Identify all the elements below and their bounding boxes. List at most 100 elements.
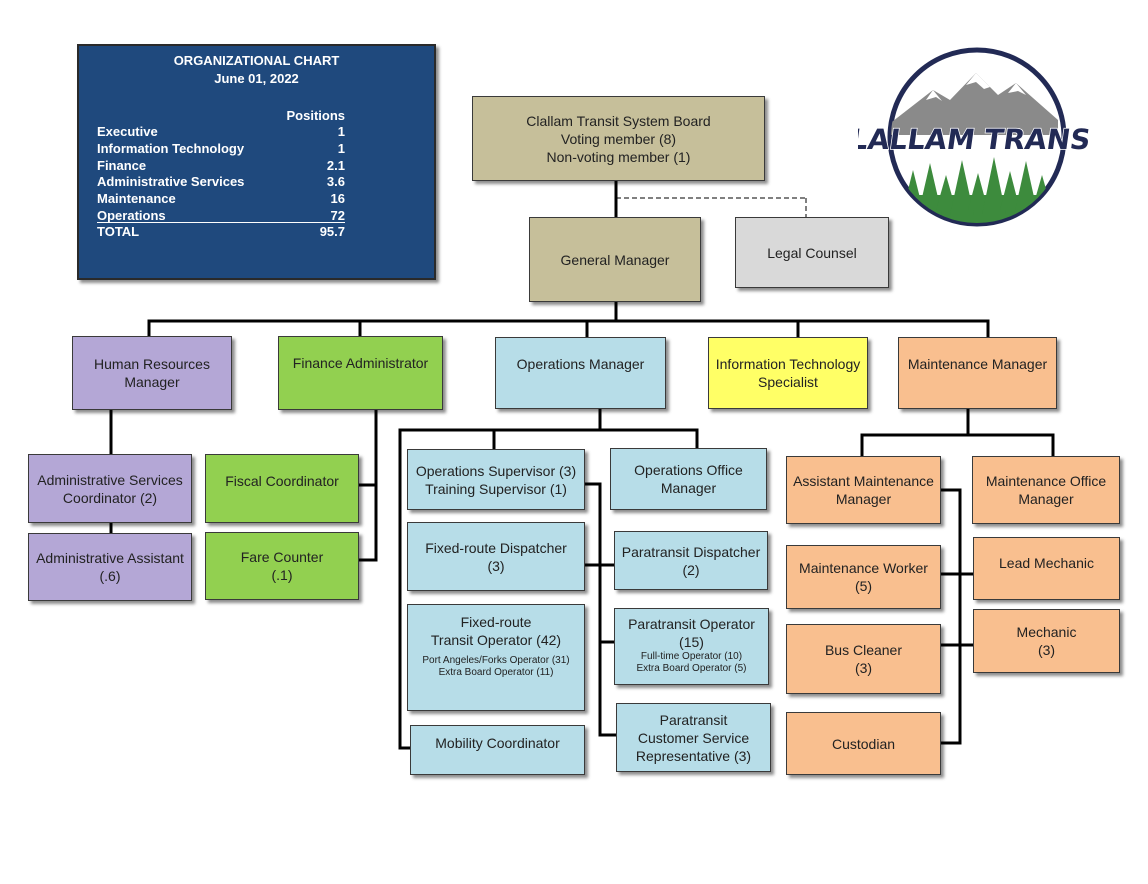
- fixed-operator-sub1: Port Angeles/Forks Operator (31): [422, 655, 570, 666]
- fiscal-coordinator-label: Fiscal Coordinator: [225, 473, 339, 489]
- lead-mechanic-label: Lead Mechanic: [999, 555, 1094, 571]
- summary-row: Information Technology 1: [97, 141, 345, 158]
- summary-label: Maintenance: [97, 191, 176, 206]
- para-dispatcher-line1: Paratransit Dispatcher: [621, 543, 761, 560]
- fixed-route-dispatcher-box: Fixed-route Dispatcher (3): [407, 522, 585, 591]
- positions-header-row: Positions: [97, 108, 345, 125]
- fixed-dispatcher-line2: (3): [487, 557, 505, 574]
- it-specialist-line1: Information Technology: [715, 356, 861, 372]
- bus-cleaner-line2: (3): [854, 660, 873, 676]
- summary-label: Administrative Services: [97, 174, 245, 189]
- asst-maint-line1: Assistant Maintenance: [793, 473, 934, 489]
- admin-assistant-box: Administrative Assistant (.6): [28, 533, 192, 601]
- ops-supervisor-line2: Training Supervisor (1): [425, 480, 567, 497]
- logo-wordmark: CLALLAM TRANSIT: [858, 123, 1090, 156]
- maintenance-manager-label: Maintenance Manager: [907, 356, 1048, 372]
- custodian-box: Custodian: [786, 712, 941, 775]
- chart-title: ORGANIZATIONAL CHART: [173, 53, 340, 68]
- summary-label: Information Technology: [97, 141, 245, 156]
- summary-value: 1: [337, 141, 345, 156]
- mechanic-box: Mechanic (3): [973, 609, 1120, 673]
- lead-mechanic-box: Lead Mechanic: [973, 537, 1120, 600]
- total-value: 95.7: [319, 224, 345, 239]
- mobility-coordinator-box: Mobility Coordinator: [410, 725, 585, 775]
- ops-supervisor-line1: Operations Supervisor (3): [415, 462, 577, 479]
- finance-administrator-label: Finance Administrator: [292, 355, 429, 371]
- summary-total-row: TOTAL 95.7: [97, 224, 345, 241]
- summary-row: Executive 1: [97, 124, 345, 141]
- ops-office-line2: Manager: [660, 480, 717, 496]
- summary-row: Operations 72: [97, 208, 345, 225]
- board-box: Clallam Transit System Board Voting memb…: [472, 96, 765, 181]
- fiscal-coordinator-box: Fiscal Coordinator: [205, 454, 359, 523]
- summary-value: 16: [330, 191, 345, 206]
- asst-maint-line2: Manager: [835, 491, 892, 507]
- admin-coord-line2: Coordinator (2): [62, 489, 158, 506]
- bus-cleaner-box: Bus Cleaner (3): [786, 624, 941, 694]
- summary-label: Operations: [97, 208, 166, 223]
- board-nonvoting: Non-voting member (1): [546, 148, 691, 165]
- summary-value: 72: [330, 208, 345, 223]
- operations-supervisor-box: Operations Supervisor (3) Training Super…: [407, 449, 585, 510]
- maintenance-worker-box: Maintenance Worker (5): [786, 545, 941, 609]
- it-specialist-line2: Specialist: [758, 374, 818, 390]
- fixed-operator-sub2: Extra Board Operator (11): [438, 667, 554, 678]
- chart-date: June 01, 2022: [214, 71, 299, 86]
- fare-counter-box: Fare Counter (.1): [205, 532, 359, 600]
- position-summary-panel: ORGANIZATIONAL CHART June 01, 2022 Posit…: [77, 44, 436, 280]
- clallam-transit-logo: CLALLAM TRANSIT: [826, 45, 1124, 230]
- total-label: TOTAL: [97, 224, 140, 239]
- summary-row: Finance 2.1: [97, 158, 345, 175]
- summary-label: Executive: [97, 124, 158, 139]
- para-operator-line1: Paratransit Operator: [628, 616, 755, 632]
- para-operator-sub2: Extra Board Operator (5): [636, 663, 747, 674]
- hr-manager-line2: Manager: [124, 374, 180, 390]
- custodian-label: Custodian: [831, 735, 896, 752]
- hr-manager-line1: Human Resources: [94, 356, 210, 372]
- mobility-coordinator-label: Mobility Coordinator: [435, 735, 560, 751]
- general-manager-label: General Manager: [560, 251, 670, 268]
- admin-assistant-line1: Administrative Assistant: [36, 550, 184, 566]
- maint-worker-line1: Maintenance Worker: [799, 560, 928, 576]
- admin-assistant-line2: (.6): [99, 568, 121, 584]
- operations-manager-box: Operations Manager: [495, 337, 666, 409]
- para-csr-line2: Customer Service: [637, 729, 750, 746]
- it-specialist-box: Information Technology Specialist: [708, 337, 868, 409]
- fixed-route-operator-box: Fixed-route Transit Operator (42) Port A…: [407, 604, 585, 711]
- maintenance-manager-box: Maintenance Manager: [898, 337, 1057, 409]
- board-voting: Voting member (8): [560, 130, 677, 147]
- admin-services-coordinator-box: Administrative Services Coordinator (2): [28, 454, 192, 523]
- summary-value: 3.6: [326, 174, 345, 189]
- ops-office-line1: Operations Office: [634, 462, 743, 478]
- bus-cleaner-line1: Bus Cleaner: [824, 642, 903, 658]
- paratransit-operator-box: Paratransit Operator (15) Full-time Oper…: [614, 608, 769, 685]
- fixed-operator-line1: Fixed-route: [460, 614, 532, 630]
- summary-label: Finance: [97, 158, 147, 173]
- para-operator-sub1: Full-time Operator (10): [640, 651, 743, 662]
- admin-coord-line1: Administrative Services: [37, 471, 183, 488]
- fixed-operator-line2: Transit Operator (42): [430, 632, 562, 648]
- paratransit-dispatcher-box: Paratransit Dispatcher (2): [614, 531, 768, 590]
- hr-manager-box: Human Resources Manager: [72, 336, 232, 410]
- fare-counter-line2: (.1): [271, 567, 293, 583]
- maint-office-line1: Maintenance Office: [985, 473, 1107, 489]
- legal-counsel-box: Legal Counsel: [735, 217, 889, 288]
- fixed-dispatcher-line1: Fixed-route Dispatcher: [425, 539, 567, 556]
- fare-counter-line1: Fare Counter: [240, 549, 324, 565]
- para-csr-line1: Paratransit: [659, 711, 728, 728]
- positions-header: Positions: [286, 108, 345, 123]
- general-manager-box: General Manager: [529, 217, 701, 302]
- board-title: Clallam Transit System Board: [526, 112, 711, 129]
- operations-manager-label: Operations Manager: [516, 356, 645, 372]
- maintenance-office-manager-box: Maintenance Office Manager: [972, 456, 1120, 524]
- maint-office-line2: Manager: [1018, 491, 1074, 507]
- para-dispatcher-line2: (2): [682, 561, 700, 578]
- maint-worker-line2: (5): [854, 578, 873, 594]
- paratransit-csr-box: Paratransit Customer Service Representat…: [616, 703, 771, 772]
- summary-value: 1: [337, 124, 345, 139]
- legal-counsel-label: Legal Counsel: [767, 244, 857, 261]
- summary-value: 2.1: [326, 158, 345, 173]
- operations-office-manager-box: Operations Office Manager: [610, 448, 767, 510]
- total-divider: [97, 222, 345, 223]
